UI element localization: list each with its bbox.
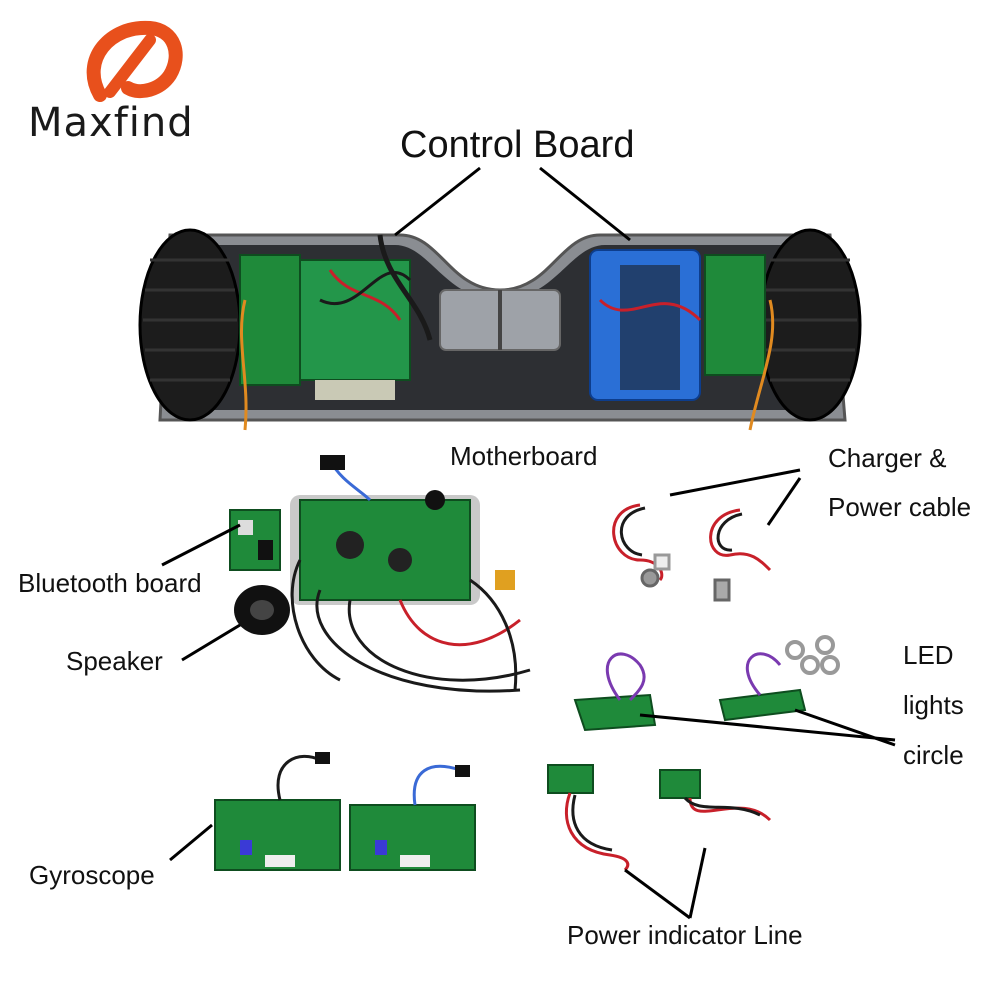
label-speaker: Speaker <box>66 646 163 676</box>
label-power-indicator: Power indicator Line <box>567 920 803 950</box>
label-bluetooth-board: Bluetooth board <box>18 568 202 598</box>
label-led-line2: lights <box>903 690 964 720</box>
label-charger-line2: Power cable <box>828 492 972 522</box>
label-control-board: Control Board <box>400 124 635 166</box>
gyroscope-image <box>214 752 476 871</box>
brand-logo-text: Maxfind <box>28 100 194 146</box>
power-indicator-image <box>547 764 772 872</box>
label-gyroscope: Gyroscope <box>29 860 155 890</box>
maxfind-swoosh-icon <box>86 20 183 102</box>
hoverboard-image <box>138 228 862 431</box>
label-led-line1: LED <box>903 640 954 670</box>
callout-lines <box>161 166 896 920</box>
led-lights-image <box>573 635 840 732</box>
speaker-image <box>234 585 290 635</box>
label-led-line3: circle <box>903 740 964 770</box>
charger-cable-image <box>612 503 772 602</box>
motherboard-image <box>290 455 531 693</box>
label-motherboard: Motherboard <box>450 441 598 471</box>
bluetooth-board-image <box>229 509 281 571</box>
label-charger-line1: Charger & <box>828 443 947 473</box>
